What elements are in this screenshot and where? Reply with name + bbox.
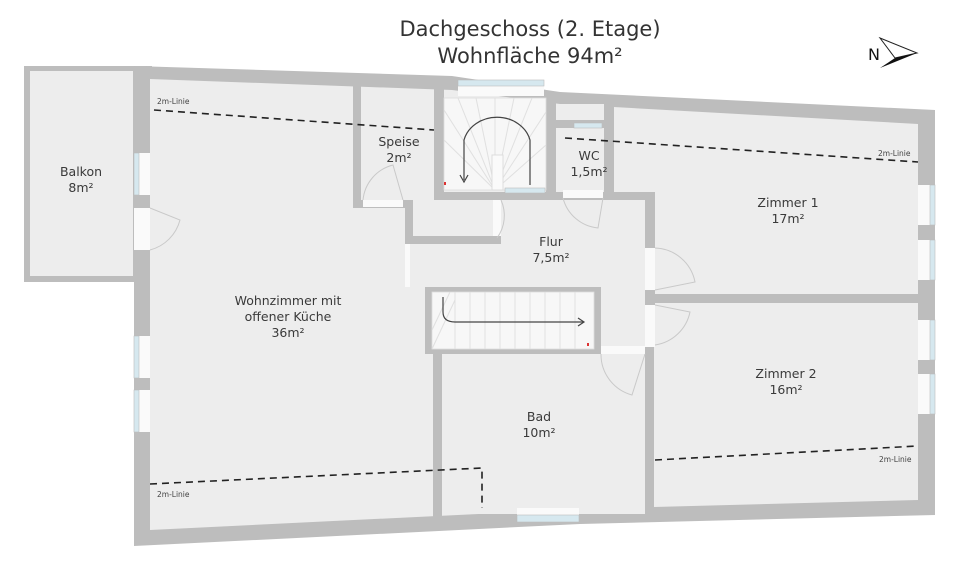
room-name-line2: offener Küche (245, 309, 332, 324)
room-balkon[interactable]: Balkon 8m² (60, 164, 102, 195)
height-line-label-4: 2m-Linie (879, 455, 912, 464)
door-bad[interactable] (600, 346, 646, 396)
room-name: Zimmer 1 (757, 195, 818, 210)
windows (133, 79, 936, 523)
height-line-4 (654, 445, 919, 461)
room-area: 36m² (271, 325, 304, 340)
door-zimmer2[interactable] (645, 304, 691, 347)
room-name: Bad (527, 409, 551, 424)
room-zimmer2[interactable]: Zimmer 2 16m² (755, 366, 816, 397)
room-flur[interactable]: Flur 7,5m² (532, 234, 569, 265)
height-line-label-3: 2m-Linie (157, 490, 190, 499)
room-wohnzimmer[interactable]: Wohnzimmer mit offener Küche 36m² (235, 293, 342, 340)
height-line-3 (149, 467, 483, 508)
room-bad[interactable]: Bad 10m² (522, 409, 555, 440)
room-wc[interactable]: WC 1,5m² (570, 148, 607, 179)
height-line-2 (564, 137, 919, 163)
room-name-line1: Wohnzimmer mit (235, 293, 342, 308)
room-name: Zimmer 2 (755, 366, 816, 381)
room-area: 1,5m² (570, 164, 607, 179)
room-area: 8m² (68, 180, 93, 195)
stair-direction-arrow (442, 297, 583, 323)
plan-subtitle-living-area: Wohnfläche 94m² (437, 44, 623, 68)
room-area: 2m² (386, 150, 411, 165)
room-labels: Balkon 8m² Speise 2m² WC 1,5m² Zimmer 1 … (60, 134, 819, 440)
balkon-area (24, 66, 152, 282)
door-zimmer1[interactable] (645, 247, 696, 291)
spiral-staircase[interactable] (443, 97, 547, 191)
room-speise[interactable]: Speise 2m² (378, 134, 420, 165)
room-name: Speise (378, 134, 420, 149)
straight-staircase[interactable] (431, 291, 595, 350)
compass-letter: N (868, 45, 880, 64)
door-balkon[interactable] (134, 207, 181, 251)
height-line-1 (153, 109, 435, 131)
room-area: 10m² (522, 425, 555, 440)
north-arrow-icon: N (868, 36, 919, 68)
room-area: 7,5m² (532, 250, 569, 265)
height-line-label-1: 2m-Linie (157, 97, 190, 106)
flur-opening (405, 244, 410, 287)
room-zimmer1[interactable]: Zimmer 1 17m² (757, 195, 818, 226)
stair-direction-arrow (463, 116, 531, 185)
room-name: Flur (539, 234, 564, 249)
room-area: 17m² (771, 211, 804, 226)
height-line-label-2: 2m-Linie (878, 149, 911, 158)
room-area: 16m² (769, 382, 802, 397)
plan-title: Dachgeschoss (2. Etage) (399, 17, 661, 41)
room-name: Balkon (60, 164, 102, 179)
door-wc[interactable] (562, 190, 604, 229)
door-flur-storage[interactable] (493, 199, 505, 239)
height-lines: 2m-Linie 2m-Linie 2m-Linie 2m-Linie (149, 97, 919, 508)
room-name: WC (578, 148, 599, 163)
room-floors (361, 94, 645, 514)
doors[interactable] (134, 164, 696, 396)
door-speise[interactable] (362, 164, 404, 207)
